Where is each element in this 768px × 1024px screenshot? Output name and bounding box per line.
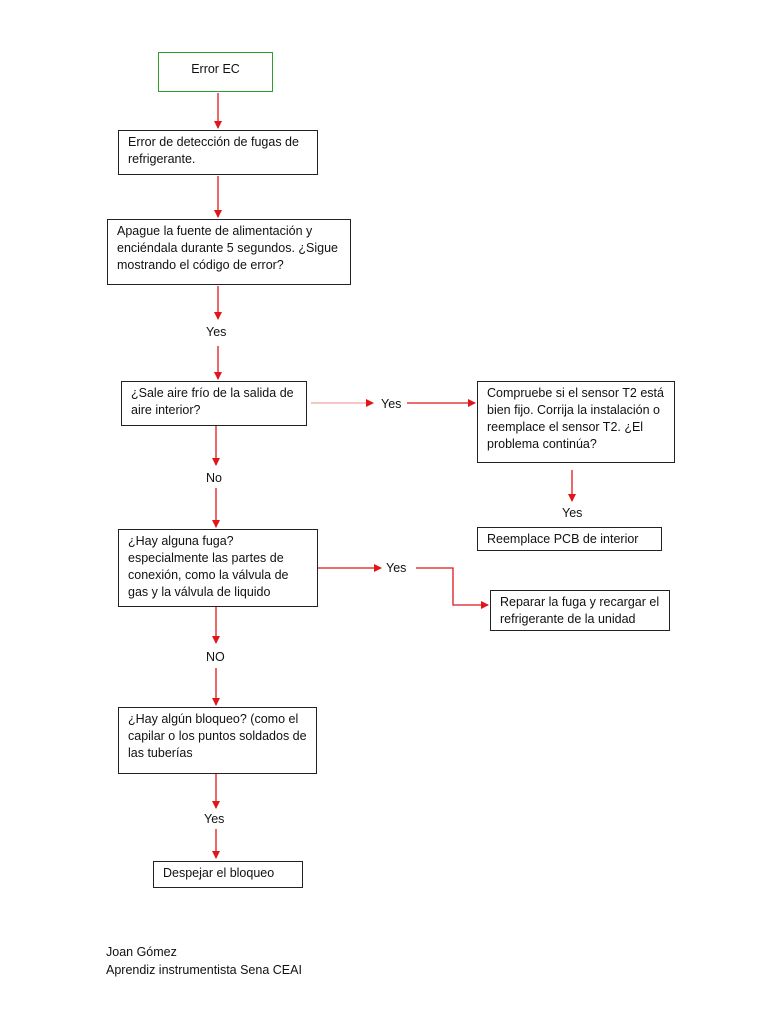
any-blockage-node: ¿Hay algún bloqueo? (como el capilar o l…: [118, 707, 317, 774]
check-t2-yes-label: Yes: [562, 506, 583, 520]
clear-blockage-node: Despejar el bloqueo: [153, 861, 303, 888]
any-leak-no-label: NO: [206, 650, 225, 664]
author-role: Aprendiz instrumentista Sena CEAI: [106, 963, 302, 977]
cold-air-node: ¿Sale aire frío de la salida de aire int…: [121, 381, 307, 426]
cold-air-yes-label: Yes: [381, 397, 402, 411]
author-name: Joan Gómez: [106, 945, 177, 959]
power-cycle-yes-label: Yes: [206, 325, 227, 339]
repair-leak-node: Reparar la fuga y recargar el refrigeran…: [490, 590, 670, 631]
leak-detection-node: Error de detección de fugas de refrigera…: [118, 130, 318, 175]
check-t2-node: Compruebe si el sensor T2 está bien fijo…: [477, 381, 675, 463]
start-node: Error EC: [158, 52, 273, 92]
any-leak-node: ¿Hay alguna fuga? especialmente las part…: [118, 529, 318, 607]
any-leak-yes-label: Yes: [386, 561, 407, 575]
power-cycle-node: Apague la fuente de alimentación y encié…: [107, 219, 351, 285]
cold-air-no-label: No: [206, 471, 222, 485]
arrow-yes-label-to-repair-leak: [416, 567, 489, 609]
replace-pcb-node: Reemplace PCB de interior: [477, 527, 662, 551]
any-blockage-yes-label: Yes: [204, 812, 225, 826]
